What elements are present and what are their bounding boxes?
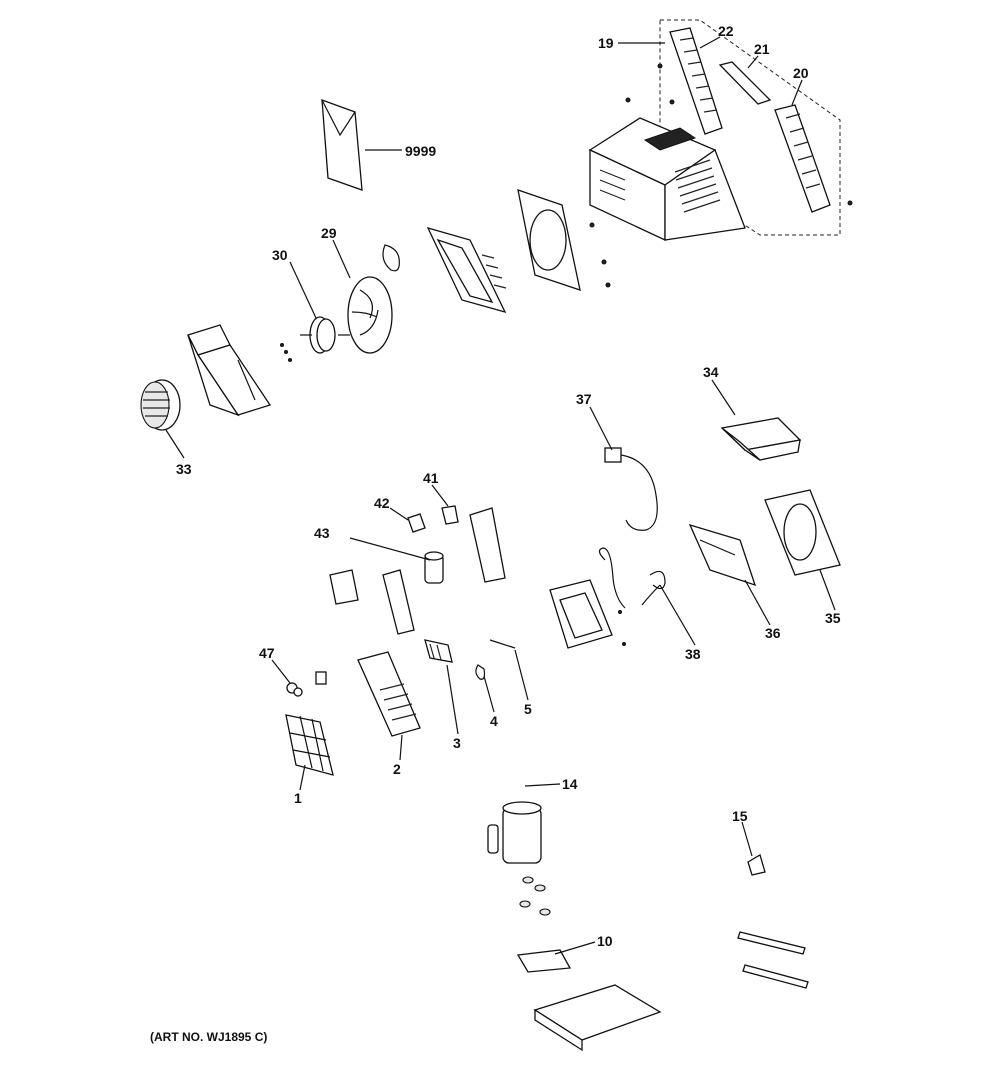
callout-10: 10	[597, 933, 613, 949]
heater-38	[641, 570, 666, 606]
callout-4: 4	[490, 713, 498, 729]
callout-19: 19	[598, 35, 614, 51]
art-number: (ART NO. WJ1895 C)	[150, 1030, 267, 1044]
louver-3	[424, 639, 453, 663]
thermostat-41	[441, 505, 459, 525]
callout-43: 43	[314, 525, 330, 541]
leader-lines	[165, 36, 836, 955]
filter-1	[285, 714, 334, 776]
tube-hook	[598, 547, 626, 609]
control-bracket	[469, 507, 506, 583]
motor-bracket	[187, 324, 272, 417]
callout-29: 29	[321, 225, 337, 241]
evaporator	[549, 579, 626, 649]
callout-41: 41	[423, 470, 439, 486]
fan-shroud	[517, 189, 611, 291]
base-pan	[533, 984, 662, 1052]
callout-36: 36	[765, 625, 781, 641]
part-4	[475, 664, 486, 680]
callout-47: 47	[259, 645, 275, 661]
switch-42	[407, 513, 426, 533]
callout-9999: 9999	[405, 143, 436, 159]
callout-5: 5	[524, 701, 532, 717]
callout-30: 30	[272, 247, 288, 263]
callout-38: 38	[685, 646, 701, 662]
bracket-10	[516, 949, 572, 973]
blower-wheel	[140, 379, 181, 431]
power-cord-37	[604, 447, 658, 531]
front-grille-2	[357, 651, 421, 737]
fan-motor	[280, 316, 350, 362]
callout-22: 22	[718, 23, 734, 39]
callout-15: 15	[732, 808, 748, 824]
control-box	[382, 569, 415, 635]
knob-47	[286, 671, 327, 697]
compressor	[487, 801, 551, 916]
callout-labels: 19 22 21 20 9999 29 30 33 34 37 41 42 43…	[176, 23, 841, 949]
callout-14: 14	[562, 776, 578, 792]
bracket-15	[747, 854, 766, 876]
callout-35: 35	[825, 610, 841, 626]
callout-20: 20	[793, 65, 809, 81]
condenser-coil	[426, 226, 507, 314]
clip	[382, 244, 400, 272]
rails	[737, 931, 809, 989]
cover-34	[720, 417, 802, 461]
part-5	[489, 639, 516, 649]
callout-3: 3	[453, 735, 461, 751]
callout-42: 42	[374, 495, 390, 511]
partition-36	[688, 523, 757, 587]
callout-37: 37	[576, 391, 592, 407]
scroll-housing-35	[764, 489, 841, 576]
capacitor-43	[424, 551, 444, 584]
callout-2: 2	[393, 761, 401, 777]
callout-21: 21	[754, 41, 770, 57]
manual-envelope	[321, 99, 363, 191]
mount-plate	[329, 569, 359, 605]
callout-33: 33	[176, 461, 192, 477]
callout-1: 1	[294, 790, 302, 806]
callout-34: 34	[703, 364, 719, 380]
cabinet-assembly	[588, 19, 853, 242]
fan-blade	[347, 276, 393, 354]
